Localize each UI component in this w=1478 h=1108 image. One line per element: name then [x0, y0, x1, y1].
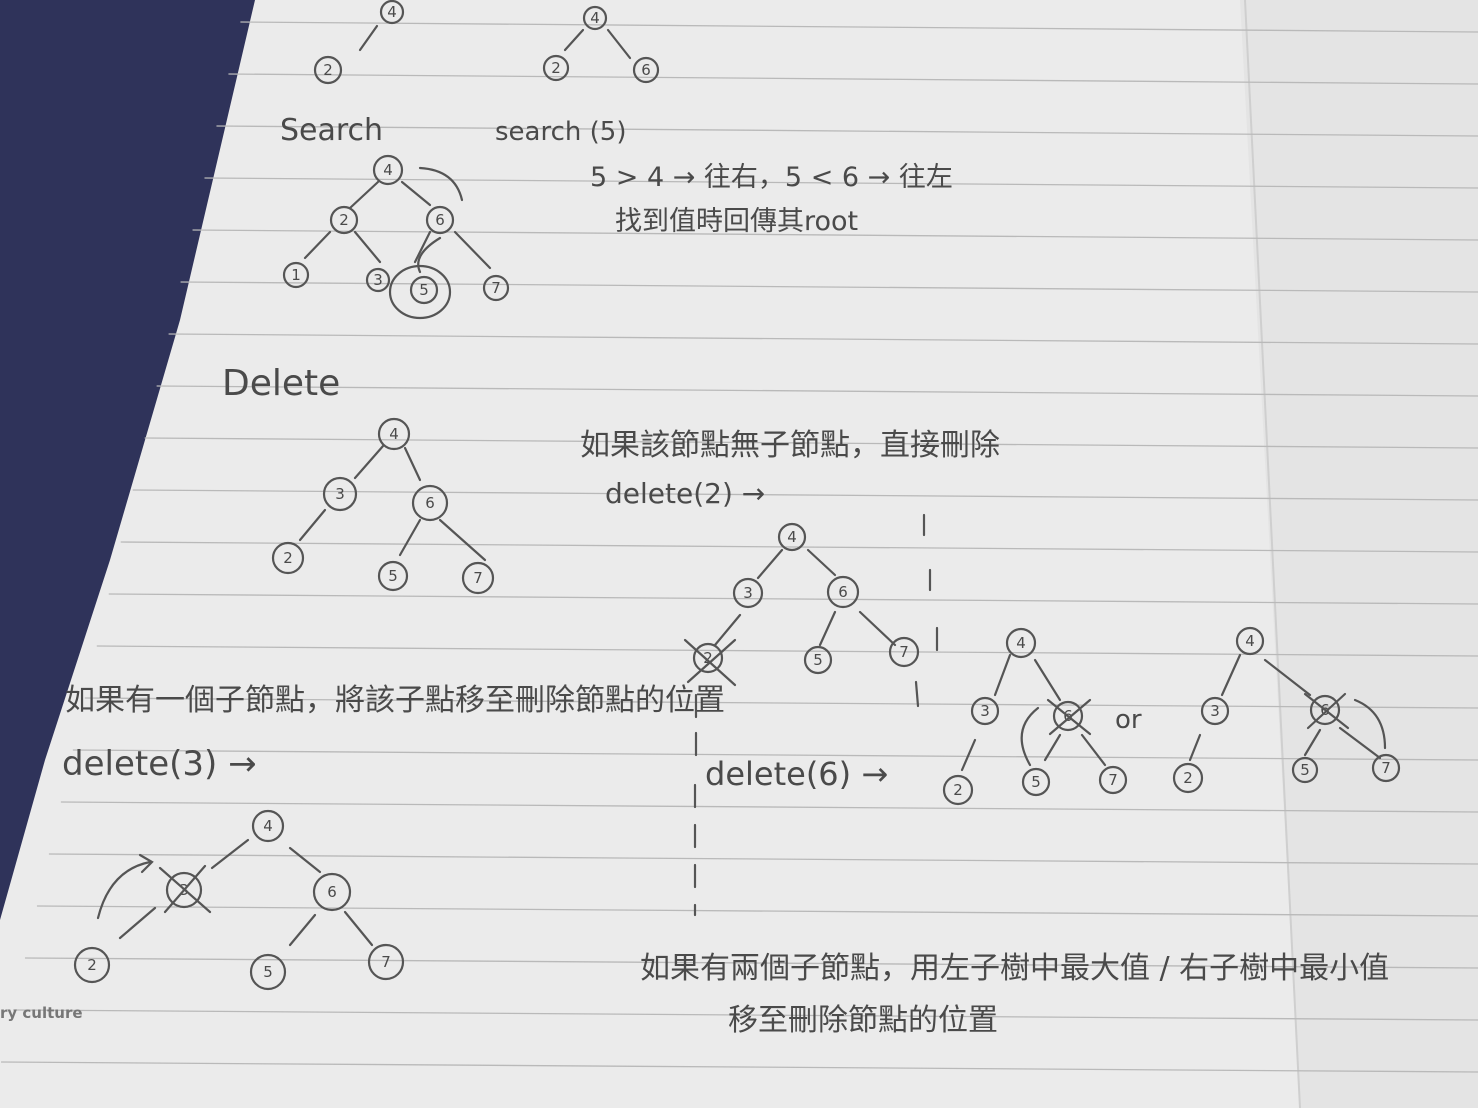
node-label: 2	[339, 211, 349, 229]
search-heading: Search	[280, 113, 383, 148]
ruled-line	[144, 437, 1478, 449]
node-label: 4	[383, 161, 393, 179]
node-label: 5	[1300, 761, 1310, 779]
node-label: 4	[389, 425, 399, 443]
delete-main-tree: 4 3 6 2 5 7	[271, 417, 495, 595]
node-label: 2	[551, 59, 561, 77]
node-label: 1	[291, 266, 301, 284]
ruled-line	[192, 229, 1478, 241]
node-label: 7	[491, 279, 501, 297]
ruled-line	[108, 593, 1478, 605]
ruled-line	[180, 281, 1478, 293]
node-label: 6	[425, 494, 435, 512]
brand-mark: ry culture	[0, 1004, 83, 1022]
ruled-line	[156, 385, 1478, 397]
top-tree-right: 4 2 6	[542, 5, 660, 84]
ruled-line	[60, 801, 1478, 813]
case2-tree: 4 3 6 2 5 7	[73, 809, 405, 991]
node-label: 5	[1031, 773, 1041, 791]
node-label: 7	[473, 569, 483, 587]
node-label: 5	[388, 567, 398, 585]
node-label: 7	[1108, 771, 1118, 789]
ruled-line	[228, 73, 1478, 85]
ruled-lines	[1, 21, 1478, 1073]
search-call: search (5)	[495, 117, 626, 147]
node-label: 2	[953, 781, 963, 799]
node-label: 4	[787, 528, 797, 546]
node-label: 3	[980, 702, 990, 720]
page-edge	[1244, 0, 1301, 1108]
ruled-line	[72, 749, 1478, 761]
node-label: 5	[263, 963, 273, 981]
node-label: 4	[1245, 632, 1255, 650]
case2-call: delete(3) →	[62, 744, 257, 784]
node-label: 4	[387, 3, 397, 21]
search-note-1: 5 > 4 → 往右，5 < 6 → 往左	[590, 162, 953, 193]
ruled-line	[168, 333, 1478, 345]
ruled-line	[84, 697, 1478, 709]
ruled-line	[1, 1061, 1478, 1073]
delete-heading: Delete	[222, 363, 340, 404]
node-label: 3	[373, 271, 383, 289]
case3-text-1: 如果有兩個子節點，用左子樹中最大值 / 右子樹中最小值	[640, 951, 1389, 986]
top-tree-left: 4 2	[313, 0, 405, 85]
node-label: 4	[590, 9, 600, 27]
or-label: or	[1115, 705, 1142, 735]
case1-text: 如果該節點無子節點，直接刪除	[580, 428, 1000, 463]
ruled-line	[13, 1009, 1478, 1021]
node-label: 3	[1210, 702, 1220, 720]
case3-call: delete(6) →	[705, 755, 888, 793]
node-label: 2	[703, 649, 713, 667]
node-label: 6	[435, 211, 445, 229]
ruled-line	[240, 21, 1478, 33]
node-label: 3	[335, 485, 345, 503]
node-label: 5	[419, 281, 429, 299]
separator-right	[914, 513, 939, 708]
node-label: 7	[381, 953, 391, 971]
node-label: 4	[263, 817, 273, 835]
node-label: 4	[1016, 634, 1026, 652]
case1-result-tree: 4 3 6 2 5 7	[683, 522, 920, 687]
ruled-line	[48, 853, 1478, 865]
case3-tree-b: 4 3 6 2 5 7	[1172, 626, 1401, 794]
node-label: 2	[1183, 769, 1193, 787]
case3-tree-a: 4 3 6 2 5 7	[942, 627, 1128, 806]
ruled-line	[24, 957, 1478, 969]
node-label: 6	[641, 61, 651, 79]
separator-bottom	[693, 693, 698, 917]
node-label: 3	[743, 584, 753, 602]
paper-right-edge	[1240, 0, 1478, 1108]
node-label: 7	[899, 643, 909, 661]
case3-text-2: 移至刪除節點的位置	[728, 1003, 998, 1038]
search-tree: 4 2 6 1 3 5 7	[282, 154, 510, 320]
search-note-2: 找到值時回傳其root	[615, 206, 858, 237]
case1-call: delete(2) →	[605, 477, 765, 510]
ruled-line	[204, 177, 1478, 189]
ruled-line	[36, 905, 1478, 917]
case2-text: 如果有一個子節點，將該子點移至刪除節點的位置	[65, 683, 725, 718]
node-label: 2	[87, 956, 97, 974]
node-label: 2	[283, 549, 293, 567]
node-label: 6	[838, 583, 848, 601]
node-label: 6	[327, 883, 337, 901]
ruled-line	[216, 125, 1478, 137]
node-label: 5	[813, 651, 823, 669]
node-label: 7	[1381, 759, 1391, 777]
node-label: 2	[323, 61, 333, 79]
